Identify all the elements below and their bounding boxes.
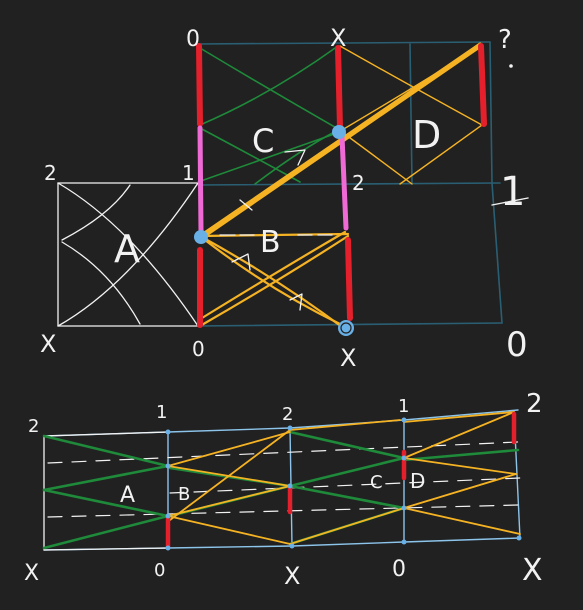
bottom-top-label-3: 2	[282, 404, 293, 425]
bottom-bottom-label-4: 0	[392, 557, 406, 582]
bottom-bottom-label-2: 0	[154, 560, 165, 581]
square-b-label: B	[260, 225, 281, 260]
red-edges-bottom	[165, 411, 517, 551]
top-labels: 0 X ? 2 1 2 1 X 0 X 0 A B C D	[40, 24, 528, 372]
blue-dot-bottom	[338, 320, 354, 336]
square-a-outline	[57, 182, 199, 327]
bottom-bottom-label-5: X	[522, 553, 543, 588]
bottom-orange-lines	[167, 411, 521, 545]
blue-dot-c	[332, 125, 346, 139]
label-bottom-x-left: X	[40, 330, 56, 358]
right-one-stroke	[491, 197, 529, 206]
bottom-green-lines	[42, 430, 520, 550]
bottom-square-d-label: D	[410, 469, 425, 493]
blue-dots	[194, 125, 354, 336]
label-mid-1: 1	[182, 161, 195, 185]
bottom-labels: 2 1 2 1 2 X 0 X 0 X A B C D	[24, 389, 543, 590]
square-b-arrow-marks	[231, 199, 303, 311]
label-top-x: X	[330, 24, 346, 52]
pink-edges	[197, 125, 349, 235]
square-b-orange-lines	[198, 230, 350, 332]
bottom-top-label-5: 2	[526, 389, 543, 419]
blue-dot-ab	[194, 230, 208, 244]
bottom-diagram	[42, 409, 522, 551]
square-a-label: A	[114, 227, 140, 271]
label-bottom-0: 0	[192, 337, 205, 361]
label-left-2: 2	[44, 161, 57, 185]
label-bottom-0-right: 0	[506, 325, 528, 365]
bottom-top-label-2: 1	[156, 402, 167, 423]
bottom-bottom-label-1: X	[24, 561, 39, 586]
bottom-bottom-label-3: X	[284, 562, 300, 590]
bottom-square-a-label: A	[120, 483, 135, 508]
label-right-1: 1	[500, 169, 525, 215]
top-diagram	[57, 41, 529, 336]
square-d-label: D	[412, 113, 441, 157]
bottom-top-label-1: 2	[28, 416, 39, 437]
bottom-blue-dots	[165, 417, 522, 551]
bottom-dashed-lines	[47, 441, 521, 518]
label-bottom-x-mid: X	[340, 344, 356, 372]
label-top-0: 0	[186, 27, 200, 52]
square-c-arrow-mark	[284, 149, 306, 166]
bottom-top-label-4: 1	[398, 396, 409, 417]
square-c-green-lines	[197, 45, 341, 185]
bottom-square-c-label: C	[370, 472, 383, 493]
bottom-frame-left	[43, 431, 169, 551]
label-mid-2: 2	[352, 171, 365, 195]
square-c-label: C	[252, 122, 274, 160]
red-edges-top	[196, 43, 487, 328]
bottom-square-b-label: B	[178, 484, 190, 505]
label-top-question: ?	[498, 25, 512, 55]
